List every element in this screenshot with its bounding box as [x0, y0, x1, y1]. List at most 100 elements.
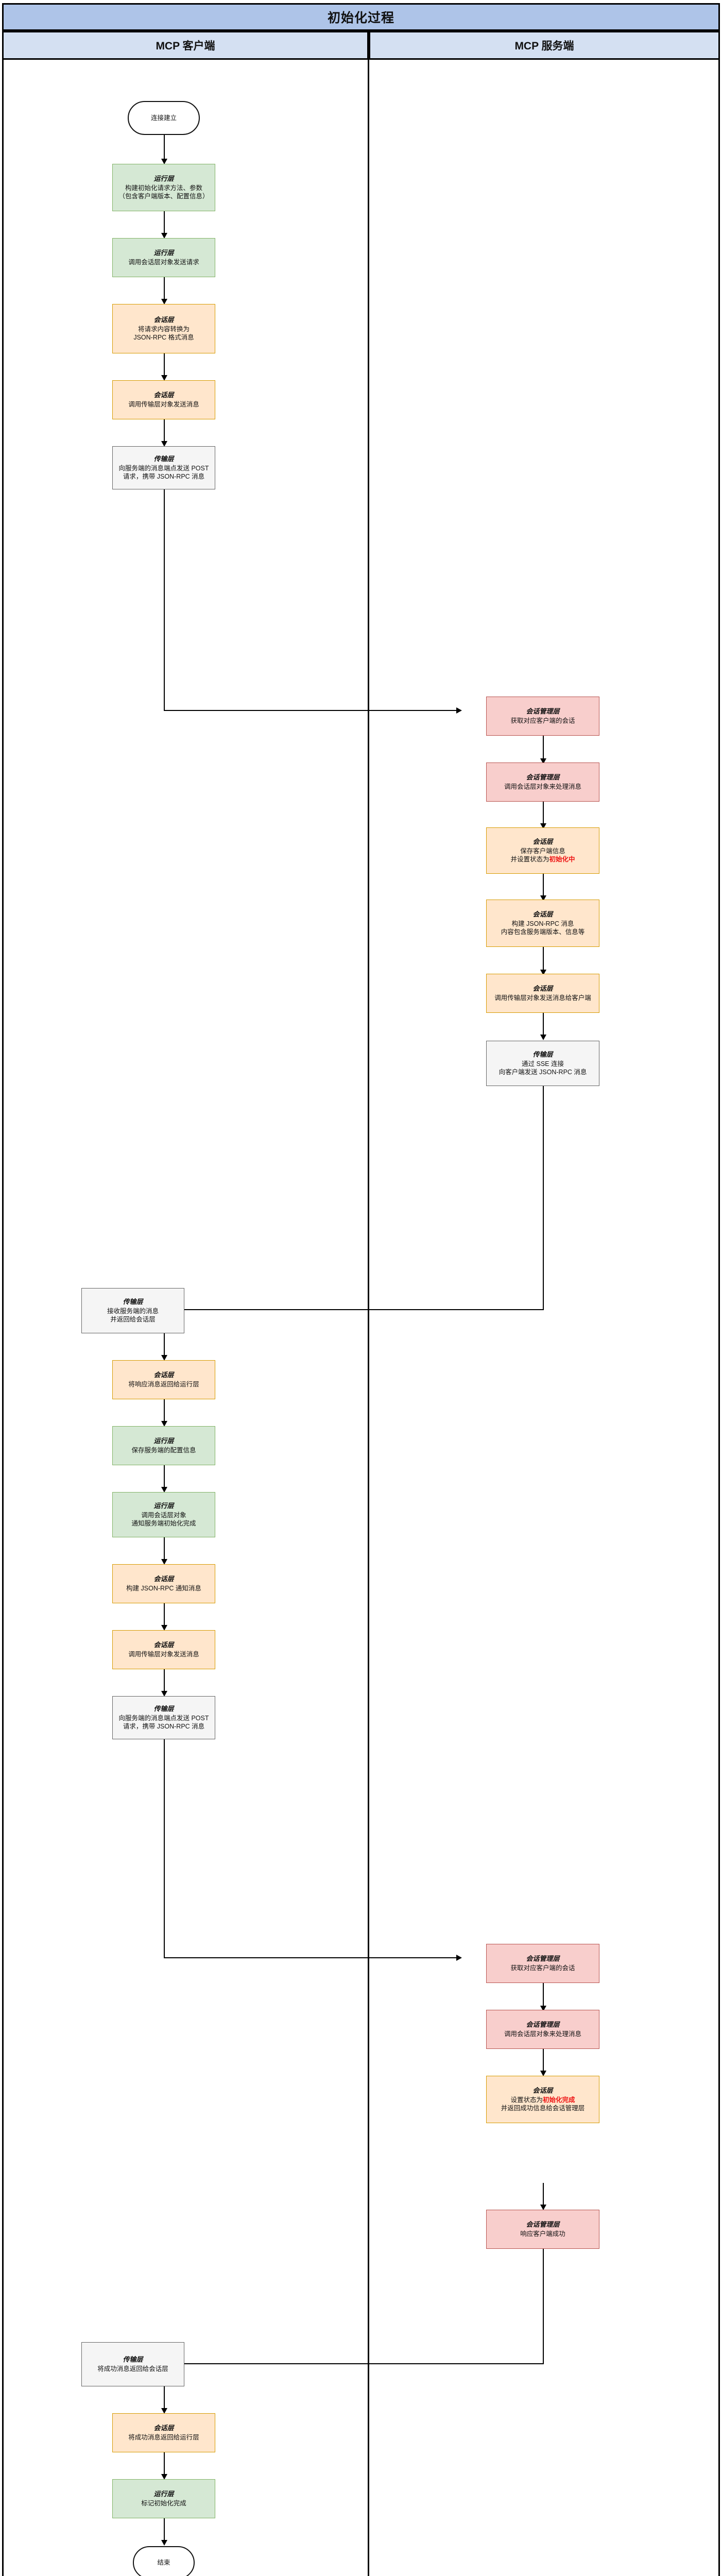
node-body-prefix: 保存客户端信息 并设置状态为	[510, 848, 565, 863]
node-layer-label: 运行层	[153, 1501, 174, 1510]
node-body: 向服务端的消息端点发送 POST 请求，携带 JSON-RPC 消息	[118, 465, 209, 481]
node-body: 接收服务端的消息 并返回给会话层	[107, 1308, 159, 1324]
connector-arrow	[161, 1355, 167, 1361]
node-body: 调用会话层对象来处理消息	[504, 2030, 581, 2038]
connector-line	[164, 1399, 165, 1424]
node-transport-post-request-2[interactable]: 传输层 向服务端的消息端点发送 POST 请求，携带 JSON-RPC 消息	[112, 1696, 215, 1739]
connector-arrow	[161, 1625, 167, 1631]
node-body: 通过 SSE 连接 向客户端发送 JSON-RPC 消息	[498, 1060, 587, 1076]
connector-arrow	[540, 1035, 546, 1040]
connector-line	[164, 1603, 165, 1628]
lane-header-client: MCP 客户端	[2, 31, 369, 60]
connector-line	[164, 1669, 165, 1694]
connector-arrow	[456, 1955, 462, 1961]
node-body: 调用会话层对象发送请求	[128, 259, 199, 266]
node-transport-post-request[interactable]: 传输层 向服务端的消息端点发送 POST 请求，携带 JSON-RPC 消息	[112, 446, 215, 489]
node-layer-label: 会话层	[153, 1640, 174, 1649]
node-session-call-transport-send[interactable]: 会话层 调用传输层对象发送消息	[112, 380, 215, 419]
node-transport-return-success-to-session[interactable]: 传输层 将成功消息返回给会话层	[81, 2342, 184, 2386]
connector-line	[543, 2183, 544, 2208]
connector-arrow	[540, 2006, 546, 2011]
node-save-server-config[interactable]: 运行层 保存服务端的配置信息	[112, 1426, 215, 1465]
node-session-call-transport-send-2[interactable]: 会话层 调用传输层对象发送消息	[112, 1630, 215, 1669]
node-layer-label: 会话管理层	[526, 2220, 560, 2228]
connector-line	[543, 802, 544, 826]
node-layer-label: 会话层	[532, 2086, 553, 2094]
connector-line	[543, 2249, 544, 2364]
connector-line	[543, 1983, 544, 2009]
connector-line	[88, 2363, 544, 2364]
node-mark-init-complete[interactable]: 运行层 标记初始化完成	[112, 2479, 215, 2518]
connector-line	[543, 874, 544, 899]
node-save-client-info-initializing[interactable]: 会话层 保存客户端信息 并设置状态为初始化中	[486, 827, 599, 874]
node-build-jsonrpc-notification[interactable]: 会话层 构建 JSON-RPC 通知消息	[112, 1564, 215, 1603]
connector-line	[164, 2386, 165, 2411]
node-body: 调用会话层对象来处理消息	[504, 783, 581, 791]
node-convert-to-jsonrpc[interactable]: 会话层 将请求内容转换为 JSON-RPC 格式消息	[112, 304, 215, 353]
node-layer-label: 会话管理层	[526, 2020, 560, 2028]
node-body: 连接建立	[150, 114, 177, 122]
connector-arrow	[161, 1691, 167, 1697]
connector-line	[543, 1086, 544, 1310]
node-layer-label: 会话层	[532, 837, 553, 845]
node-layer-label: 会话层	[153, 391, 174, 399]
connector-line	[164, 1957, 459, 1958]
connector-arrow	[540, 758, 546, 764]
connector-arrow	[161, 2474, 167, 2480]
node-body: 调用传输层对象发送消息	[128, 401, 199, 409]
node-body: 调用会话层对象 通知服务端初始化完成	[131, 1512, 196, 1528]
node-body: 将成功消息返回给运行层	[128, 2434, 199, 2442]
status-highlight: 初始化中	[549, 856, 575, 863]
node-build-init-request[interactable]: 运行层 构建初始化请求方法、参数 （包含客户端版本、配置信息）	[112, 164, 215, 211]
node-layer-label: 会话层	[153, 1574, 174, 1583]
connector-line	[164, 419, 165, 444]
node-layer-label: 传输层	[153, 454, 174, 463]
node-sessmgr-get-session-2[interactable]: 会话管理层 获取对应客户端的会话	[486, 1944, 599, 1983]
node-layer-label: 会话层	[153, 315, 174, 324]
node-body: 将成功消息返回给会话层	[97, 2365, 168, 2373]
node-layer-label: 传输层	[532, 1050, 553, 1058]
node-session-return-response-to-runtime[interactable]: 会话层 将响应消息返回给运行层	[112, 1360, 215, 1399]
node-transport-receive-server-msg[interactable]: 传输层 接收服务端的消息 并返回给会话层	[81, 1288, 184, 1333]
node-sessmgr-call-session-handle-2[interactable]: 会话管理层 调用会话层对象来处理消息	[486, 2010, 599, 2049]
connector-line	[164, 1537, 165, 1562]
connector-line	[543, 736, 544, 761]
node-body: 设置状态为初始化完成 并返回成功信息给会话管理层	[501, 2096, 585, 2112]
node-layer-label: 运行层	[153, 174, 174, 182]
connector-line	[164, 135, 165, 162]
connector-line	[164, 277, 165, 302]
connector-arrow	[161, 159, 167, 164]
node-body: 获取对应客户端的会话	[510, 717, 575, 725]
connector-line	[88, 1309, 544, 1310]
connector-line	[164, 2452, 165, 2477]
node-layer-label: 运行层	[153, 1436, 174, 1445]
node-sessmgr-get-session-1[interactable]: 会话管理层 获取对应客户端的会话	[486, 697, 599, 736]
connector-arrow	[161, 441, 167, 447]
node-sessmgr-call-session-handle-1[interactable]: 会话管理层 调用会话层对象来处理消息	[486, 762, 599, 802]
node-body: 向服务端的消息端点发送 POST 请求，携带 JSON-RPC 消息	[118, 1715, 209, 1731]
node-transport-sse-send[interactable]: 传输层 通过 SSE 连接 向客户端发送 JSON-RPC 消息	[486, 1041, 599, 1086]
node-layer-label: 会话管理层	[526, 1954, 560, 1962]
connector-arrow	[540, 970, 546, 975]
connector-arrow	[161, 1421, 167, 1427]
connector-arrow	[161, 1487, 167, 1493]
connector-line	[543, 1013, 544, 1038]
node-body-suffix: 并返回成功信息给会话管理层	[501, 2105, 585, 2112]
connector-line	[543, 947, 544, 973]
node-set-status-initialized[interactable]: 会话层 设置状态为初始化完成 并返回成功信息给会话管理层	[486, 2076, 599, 2123]
node-connection-established[interactable]: 连接建立	[128, 101, 200, 135]
node-layer-label: 传输层	[123, 1297, 143, 1306]
node-body: 将响应消息返回给运行层	[128, 1381, 199, 1388]
connector-arrow	[161, 2540, 167, 2546]
node-body: 将请求内容转换为 JSON-RPC 格式消息	[133, 326, 194, 342]
node-layer-label: 会话层	[532, 910, 553, 918]
node-session-send-to-client[interactable]: 会话层 调用传输层对象发送消息给客户端	[486, 974, 599, 1013]
node-end[interactable]: 结束	[133, 2546, 195, 2576]
node-session-return-success-to-runtime[interactable]: 会话层 将成功消息返回给运行层	[112, 2413, 215, 2452]
node-runtime-call-session-send[interactable]: 运行层 调用会话层对象发送请求	[112, 238, 215, 277]
node-notify-server-init-done[interactable]: 运行层 调用会话层对象 通知服务端初始化完成	[112, 1492, 215, 1537]
node-build-jsonrpc-response[interactable]: 会话层 构建 JSON-RPC 消息 内容包含服务端版本、信息等	[486, 900, 599, 947]
node-respond-client-success[interactable]: 会话管理层 响应客户端成功	[486, 2210, 599, 2249]
connector-line	[164, 1333, 165, 1358]
connector-arrow	[540, 2205, 546, 2210]
